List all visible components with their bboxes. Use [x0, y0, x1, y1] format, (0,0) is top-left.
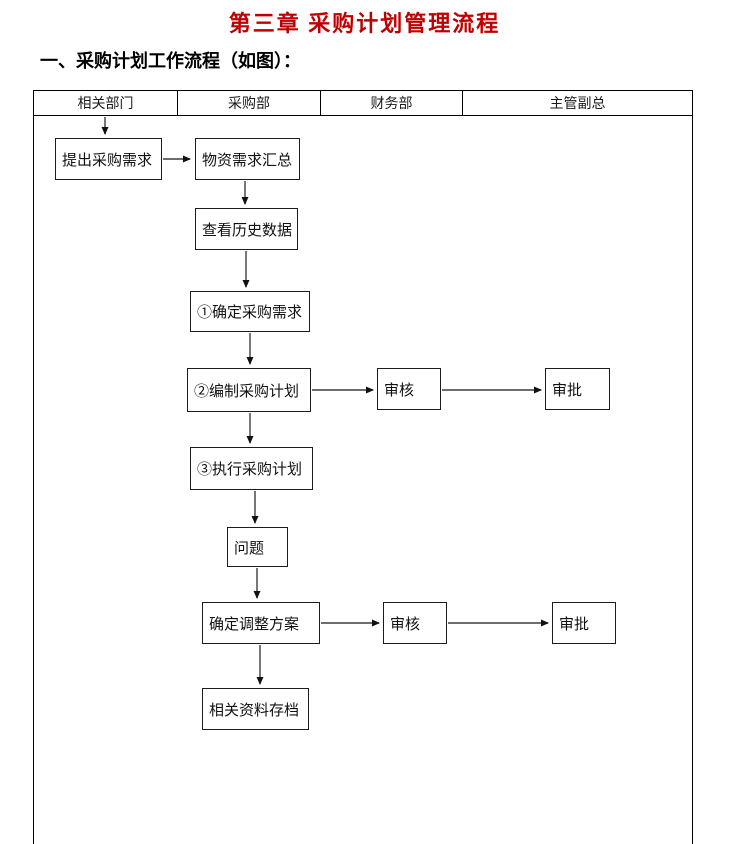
flow-node-label: 提出采购需求 [62, 151, 153, 169]
lane-related-departments: 相关部门 [34, 91, 178, 115]
flow-node-review-2: 审核 [383, 602, 447, 644]
flow-node-label: 审核 [384, 381, 415, 399]
flow-node-make-plan: ②编制采购计划 [187, 368, 311, 412]
flow-node-label: 审批 [552, 381, 583, 399]
flow-node-label: ②编制采购计划 [194, 382, 300, 400]
flow-node-label: ③执行采购计划 [197, 461, 303, 478]
flow-node-label: 审批 [559, 615, 590, 633]
flow-node-label: ①确定采购需求 [197, 304, 303, 321]
flow-node-label: 查看历史数据 [202, 221, 293, 239]
flow-node-label: 相关资料存档 [209, 701, 300, 719]
flow-node-confirm-demand: ①确定采购需求 [190, 291, 310, 332]
flow-node-label: 审核 [390, 615, 421, 633]
flow-node-label: 确定调整方案 [209, 615, 300, 633]
flow-node-label: 物资需求汇总 [202, 151, 293, 169]
lane-finance-dept: 财务部 [321, 91, 463, 115]
swimlane-body [33, 116, 693, 844]
flow-node-approve-2: 审批 [552, 602, 616, 644]
lane-purchasing-dept: 采购部 [178, 91, 321, 115]
flow-node-label: 问题 [234, 539, 265, 557]
flow-node-execute-plan: ③执行采购计划 [190, 447, 313, 490]
page-title: 第三章 采购计划管理流程 [228, 11, 501, 36]
section-heading: 一、采购计划工作流程（如图）： [40, 51, 301, 71]
flow-node-adjust-plan: 确定调整方案 [202, 602, 320, 644]
flow-node-view-history: 查看历史数据 [195, 208, 298, 250]
flow-node-raise-demand: 提出采购需求 [55, 138, 162, 180]
swimlane-header: 相关部门 采购部 财务部 主管副总 [33, 90, 693, 116]
lane-deputy-gm: 主管副总 [549, 97, 606, 112]
flow-node-approve-1: 审批 [545, 368, 610, 410]
flow-node-material-summary: 物资需求汇总 [195, 138, 300, 180]
flow-node-archive: 相关资料存档 [202, 688, 309, 730]
flow-node-review-1: 审核 [377, 368, 441, 410]
flow-node-problem: 问题 [227, 527, 288, 567]
